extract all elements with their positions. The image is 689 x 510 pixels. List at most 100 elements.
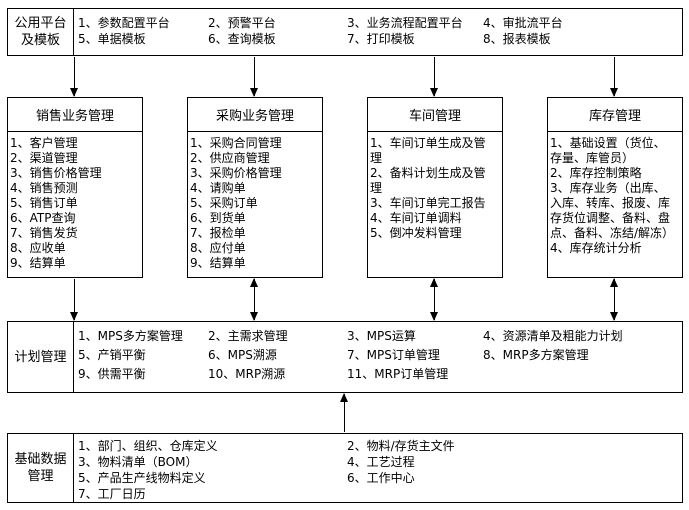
basic-item: 7、工厂日历 [78,487,146,501]
sales-box-title: 销售业务管理 [8,98,142,132]
basic-item: 6、工作中心 [347,471,415,485]
inventory-box-title: 库存管理 [548,98,682,132]
platform-column-4: 4、审批流平台 8、报表模板 [483,9,563,55]
workshop-box: 车间管理 1、车间订单生成及管理 2、备料计划生成及管理 3、车间订单完工报告 … [367,97,503,278]
sales-item: 2、渠道管理 [10,151,78,165]
workshop-item: 4、车间订单调料 [370,211,462,225]
inventory-item: 2、库存控制策略 [550,166,642,180]
inventory-item: 3、库存业务（出库、入库、转库、报废、库存货位调整、备料、盘点、备料、冻结/解冻… [550,181,675,240]
plan-item: 8、MRP多方案管理 [483,348,589,362]
arrow-line [434,57,435,96]
arrow-line [614,279,615,320]
basic-item: 5、产品生产线物料定义 [78,471,206,485]
arrowhead-down-icon [430,88,438,97]
purchase-item: 1、采购合同管理 [190,136,282,150]
platform-title-line2: 及模板 [20,33,60,48]
arrow-line [74,57,75,96]
plan-title: 计划管理 [14,349,67,365]
plan-item: 6、MPS溯源 [208,348,277,362]
inventory-box-items: 1、基础设置（货位、存量、库管员） 2、库存控制策略 3、库存业务（出库、入库、… [548,132,682,256]
arrowhead-up-icon [430,278,438,287]
plan-item: 10、MRP溯源 [208,367,286,381]
sales-item: 1、客户管理 [10,136,78,150]
basic-column-2: 2、物料/存货主文件 4、工艺过程 6、工作中心 [347,434,455,502]
arrowhead-up-icon [250,278,258,287]
platform-box-label: 公用平台 及模板 [8,9,74,55]
basic-column-1: 1、部门、组织、仓库定义 3、物料清单（BOM） 5、产品生产线物料定义 7、工… [78,434,218,502]
platform-box: 公用平台 及模板 1、参数配置平台 5、单据模板 2、预警平台 6、查询模板 3… [7,8,683,56]
sales-item: 3、销售价格管理 [10,166,102,180]
arrow-line [254,57,255,96]
arrow-purchase-plan-bidirectional [250,278,259,321]
arrow-inventory-plan-bidirectional [610,278,619,321]
arrowhead-down-icon [610,312,618,321]
plan-item: 1、MPS多方案管理 [78,329,183,343]
platform-column-3: 3、业务流程配置平台 7、打印模板 [347,9,463,55]
plan-item: 5、产销平衡 [78,348,146,362]
plan-column-2: 2、主需求管理 6、MPS溯源 10、MRP溯源 [208,322,288,392]
plan-item: 11、MRP订单管理 [347,367,449,381]
basic-data-box: 基础数据 管理 1、部门、组织、仓库定义 3、物料清单（BOM） 5、产品生产线… [7,433,683,503]
plan-column-4: 4、资源清单及粗能力计划 8、MRP多方案管理 [483,322,623,392]
plan-item: 4、资源清单及粗能力计划 [483,329,623,343]
inventory-item: 4、库存统计分析 [550,241,642,255]
inventory-item: 1、基础设置（货位、存量、库管员） [550,136,666,165]
basic-title-line1: 基础数据 [14,452,67,467]
platform-item: 8、报表模板 [483,32,551,46]
purchase-item: 7、报检单 [190,226,246,240]
workshop-item: 1、车间订单生成及管理 [370,136,486,165]
basic-title-line2: 管理 [27,469,54,484]
plan-item: 7、MPS订单管理 [347,348,440,362]
arrowhead-down-icon [250,312,258,321]
purchase-box-title: 采购业务管理 [188,98,322,132]
purchase-item: 4、请购单 [190,181,246,195]
sales-box-items: 1、客户管理 2、渠道管理 3、销售价格管理 4、销售预测 5、销售订单 6、A… [8,132,142,271]
platform-title-line1: 公用平台 [14,16,67,31]
workshop-item: 2、备料计划生成及管理 [370,166,486,195]
arrow-workshop-plan-bidirectional [430,278,439,321]
platform-item: 4、审批流平台 [483,16,563,30]
arrow-line [344,394,345,432]
plan-column-3: 3、MPS运算 7、MPS订单管理 11、MRP订单管理 [347,322,448,392]
arrow-platform-to-sales [70,56,79,97]
basic-item: 1、部门、组织、仓库定义 [78,439,218,453]
arrow-platform-to-inventory [610,56,619,97]
platform-item: 6、查询模板 [208,32,276,46]
arrowhead-down-icon [70,88,78,97]
inventory-box: 库存管理 1、基础设置（货位、存量、库管员） 2、库存控制策略 3、库存业务（出… [547,97,683,278]
plan-item: 2、主需求管理 [208,329,288,343]
plan-item: 3、MPS运算 [347,329,416,343]
sales-item: 7、销售发货 [10,226,78,240]
arrow-sales-to-plan [70,278,79,321]
purchase-item: 6、到货单 [190,211,246,225]
arrowhead-down-icon [430,312,438,321]
purchase-box-items: 1、采购合同管理 2、供应商管理 3、采购价格管理 4、请购单 5、采购订单 6… [188,132,322,271]
purchase-item: 2、供应商管理 [190,151,270,165]
arrow-line [254,279,255,320]
platform-item: 1、参数配置平台 [78,16,170,30]
workshop-box-title: 车间管理 [368,98,502,132]
arrowhead-down-icon [250,88,258,97]
plan-box: 计划管理 1、MPS多方案管理 5、产销平衡 9、供需平衡 2、主需求管理 6、… [7,321,683,393]
platform-column-2: 2、预警平台 6、查询模板 [208,9,276,55]
sales-item: 5、销售订单 [10,196,78,210]
basic-item: 3、物料清单（BOM） [78,455,198,469]
platform-item: 5、单据模板 [78,32,146,46]
purchase-item: 3、采购价格管理 [190,166,282,180]
basic-item: 2、物料/存货主文件 [347,439,455,453]
arrow-line [434,279,435,320]
sales-box: 销售业务管理 1、客户管理 2、渠道管理 3、销售价格管理 4、销售预测 5、销… [7,97,143,278]
workshop-item: 5、倒冲发料管理 [370,226,462,240]
purchase-item: 5、采购订单 [190,196,258,210]
workshop-item: 3、车间订单完工报告 [370,196,486,210]
plan-column-1: 1、MPS多方案管理 5、产销平衡 9、供需平衡 [78,322,183,392]
arrow-line [74,279,75,320]
arrowhead-up-icon [610,278,618,287]
sales-item: 9、结算单 [10,256,66,270]
arrowhead-down-icon [70,312,78,321]
basic-item: 4、工艺过程 [347,455,415,469]
plan-box-label: 计划管理 [8,322,74,392]
platform-item: 7、打印模板 [347,32,415,46]
purchase-box: 采购业务管理 1、采购合同管理 2、供应商管理 3、采购价格管理 4、请购单 5… [187,97,323,278]
